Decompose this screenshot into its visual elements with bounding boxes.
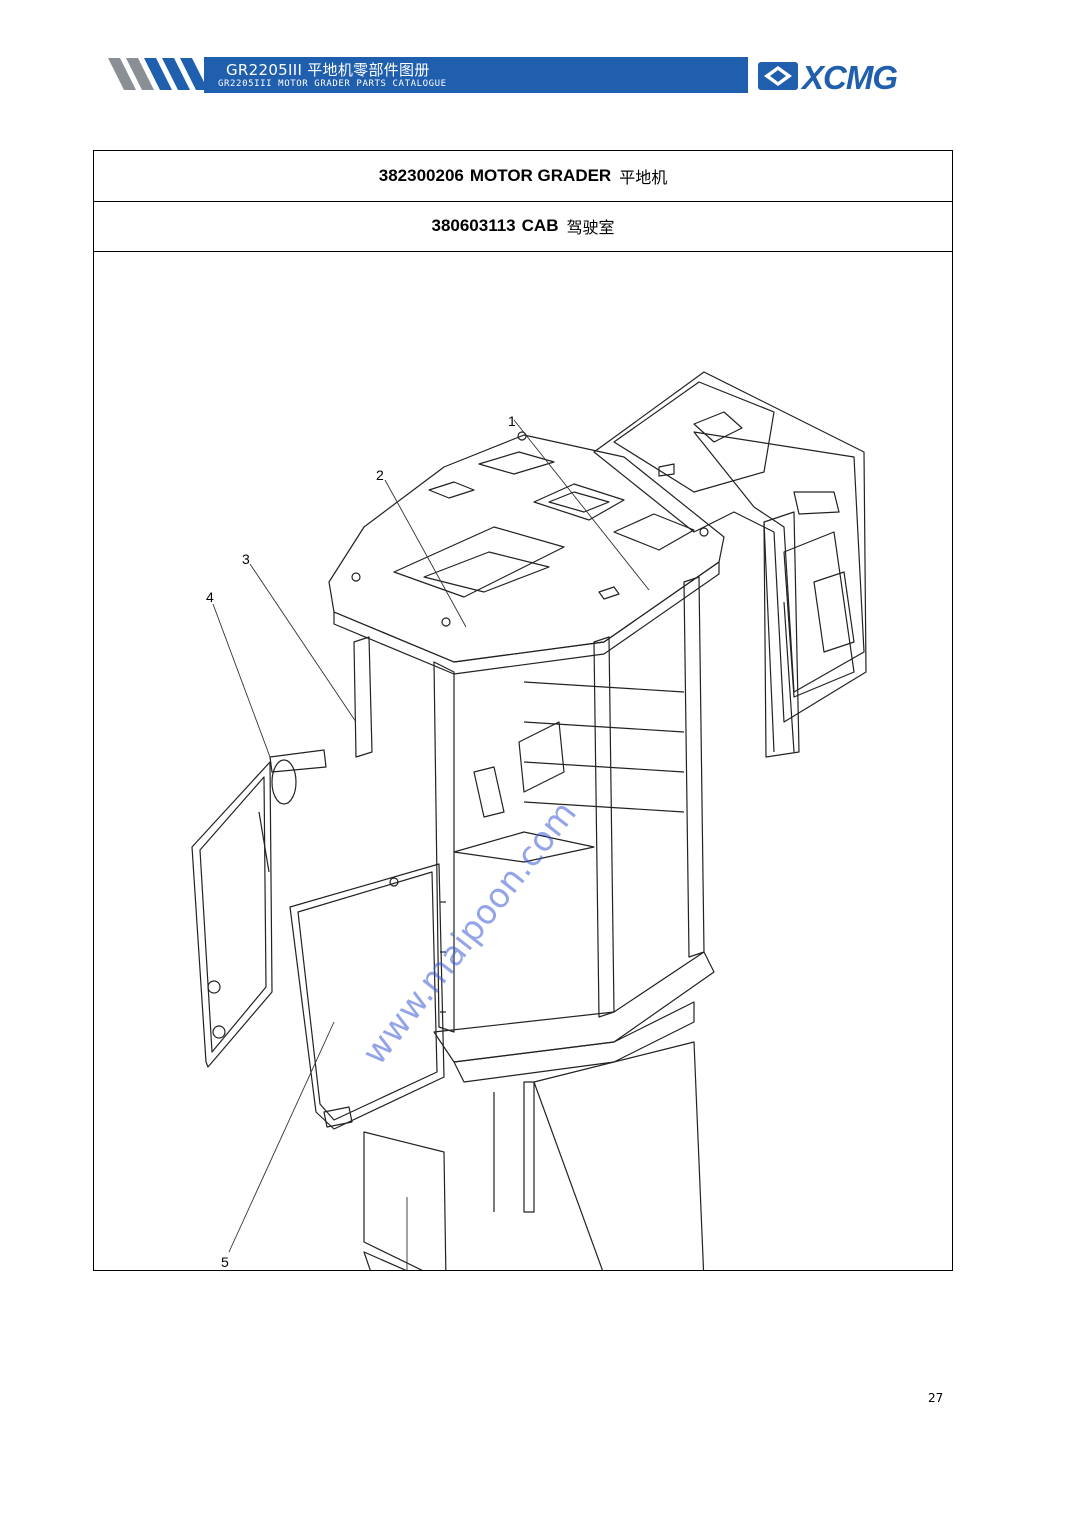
header-banner: GR2205III 平地机零部件图册 GR2205III MOTOR GRADE… — [108, 54, 748, 94]
assembly-header: 382300206 MOTOR GRADER 平地机 — [94, 151, 952, 202]
header-bar — [204, 57, 748, 93]
subassembly-name-en: CAB — [521, 216, 559, 235]
cab-frame — [353, 576, 715, 1083]
assembly-name-zh: 平地机 — [619, 168, 668, 187]
page-number: 27 — [928, 1391, 944, 1405]
svg-text:XCMG: XCMG — [800, 59, 897, 94]
rear-cab-panel — [593, 371, 867, 758]
callout-2: 2 — [376, 467, 384, 483]
assembly-code: 382300206 — [378, 166, 464, 185]
callout-5: 5 — [221, 1254, 229, 1270]
front-door — [289, 863, 446, 1130]
cab-base — [493, 1041, 705, 1270]
callout-3: 3 — [242, 551, 250, 567]
cab-exploded-drawing: 1 2 3 4 5 6 www.maipoon.com — [191, 371, 867, 1270]
subassembly-header: 380603113 CAB 驾驶室 — [94, 201, 952, 252]
stripes-icon — [108, 58, 208, 90]
watermark: www.maipoon.com — [355, 794, 585, 1073]
assembly-name-en: MOTOR GRADER — [469, 166, 612, 185]
lower-panel — [363, 1131, 447, 1270]
catalogue-frame: 382300206 MOTOR GRADER 平地机 380603113 CAB… — [93, 150, 953, 1271]
cab-roof — [328, 431, 725, 675]
subassembly-name-zh: 驾驶室 — [566, 218, 615, 237]
subassembly-code: 380603113 — [431, 216, 516, 235]
left-door — [191, 749, 327, 1068]
xcmg-logo: XCMG — [758, 59, 898, 94]
callout-4: 4 — [206, 589, 214, 605]
catalogue-title-zh: GR2205III 平地机零部件图册 — [226, 61, 430, 79]
catalogue-title-en: GR2205III MOTOR GRADER PARTS CATALOGUE — [218, 79, 447, 89]
leader-lines — [212, 419, 650, 1270]
callout-1: 1 — [508, 413, 516, 429]
